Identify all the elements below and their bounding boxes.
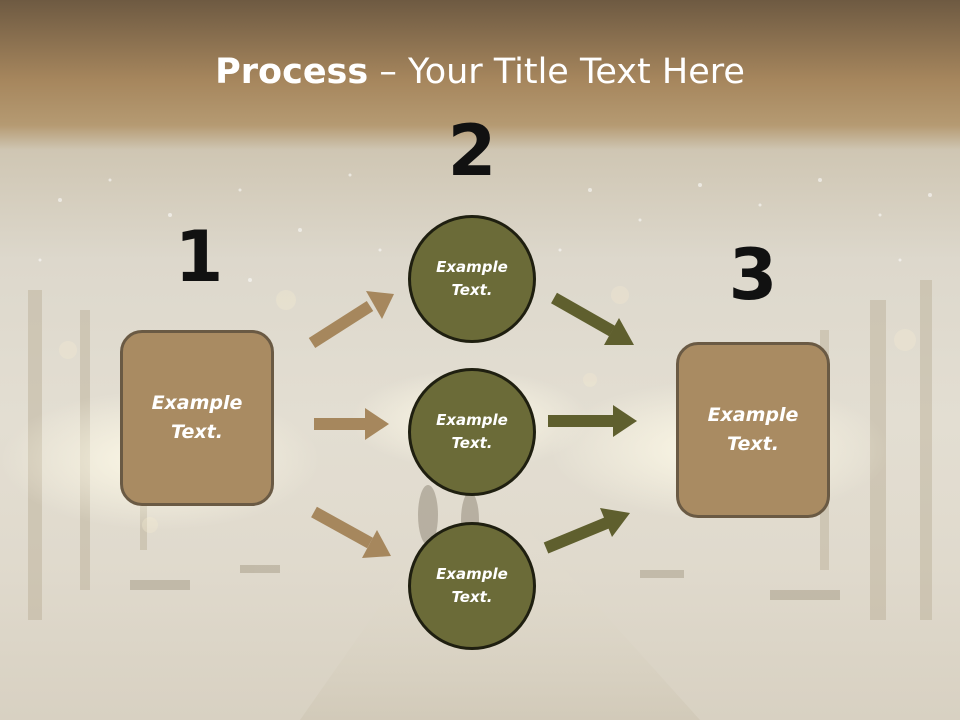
circle-top[interactable]: Example Text. bbox=[408, 215, 536, 343]
arrow-circle-bottom-to-box3 bbox=[543, 508, 630, 554]
title-bold: Process bbox=[215, 52, 369, 92]
circle-middle[interactable]: Example Text. bbox=[408, 368, 536, 496]
circle-bottom[interactable]: Example Text. bbox=[408, 522, 536, 650]
title-separator: – bbox=[368, 52, 408, 92]
arrow-box1-to-circle-top bbox=[308, 291, 394, 349]
step-1-box-label: Example Text. bbox=[151, 392, 243, 443]
step-3-box-label: Example Text. bbox=[707, 404, 799, 455]
slide-title: Process – Your Title Text Here bbox=[0, 52, 960, 92]
step-1-box[interactable]: Example Text. bbox=[120, 330, 274, 506]
title-text: Your Title Text Here bbox=[407, 52, 745, 92]
circle-middle-label: Example Text. bbox=[436, 411, 508, 452]
step-3-box[interactable]: Example Text. bbox=[676, 342, 830, 518]
arrow-box1-to-circle-middle bbox=[314, 408, 389, 440]
arrow-circle-middle-to-box3 bbox=[548, 405, 637, 437]
step-number-1: 1 bbox=[174, 216, 224, 298]
arrow-circle-top-to-box3 bbox=[551, 292, 634, 345]
circle-top-label: Example Text. bbox=[436, 258, 508, 299]
circle-bottom-label: Example Text. bbox=[436, 565, 508, 606]
arrow-box1-to-circle-bottom bbox=[311, 506, 391, 558]
step-number-3: 3 bbox=[728, 234, 778, 316]
step-number-2: 2 bbox=[447, 110, 497, 192]
